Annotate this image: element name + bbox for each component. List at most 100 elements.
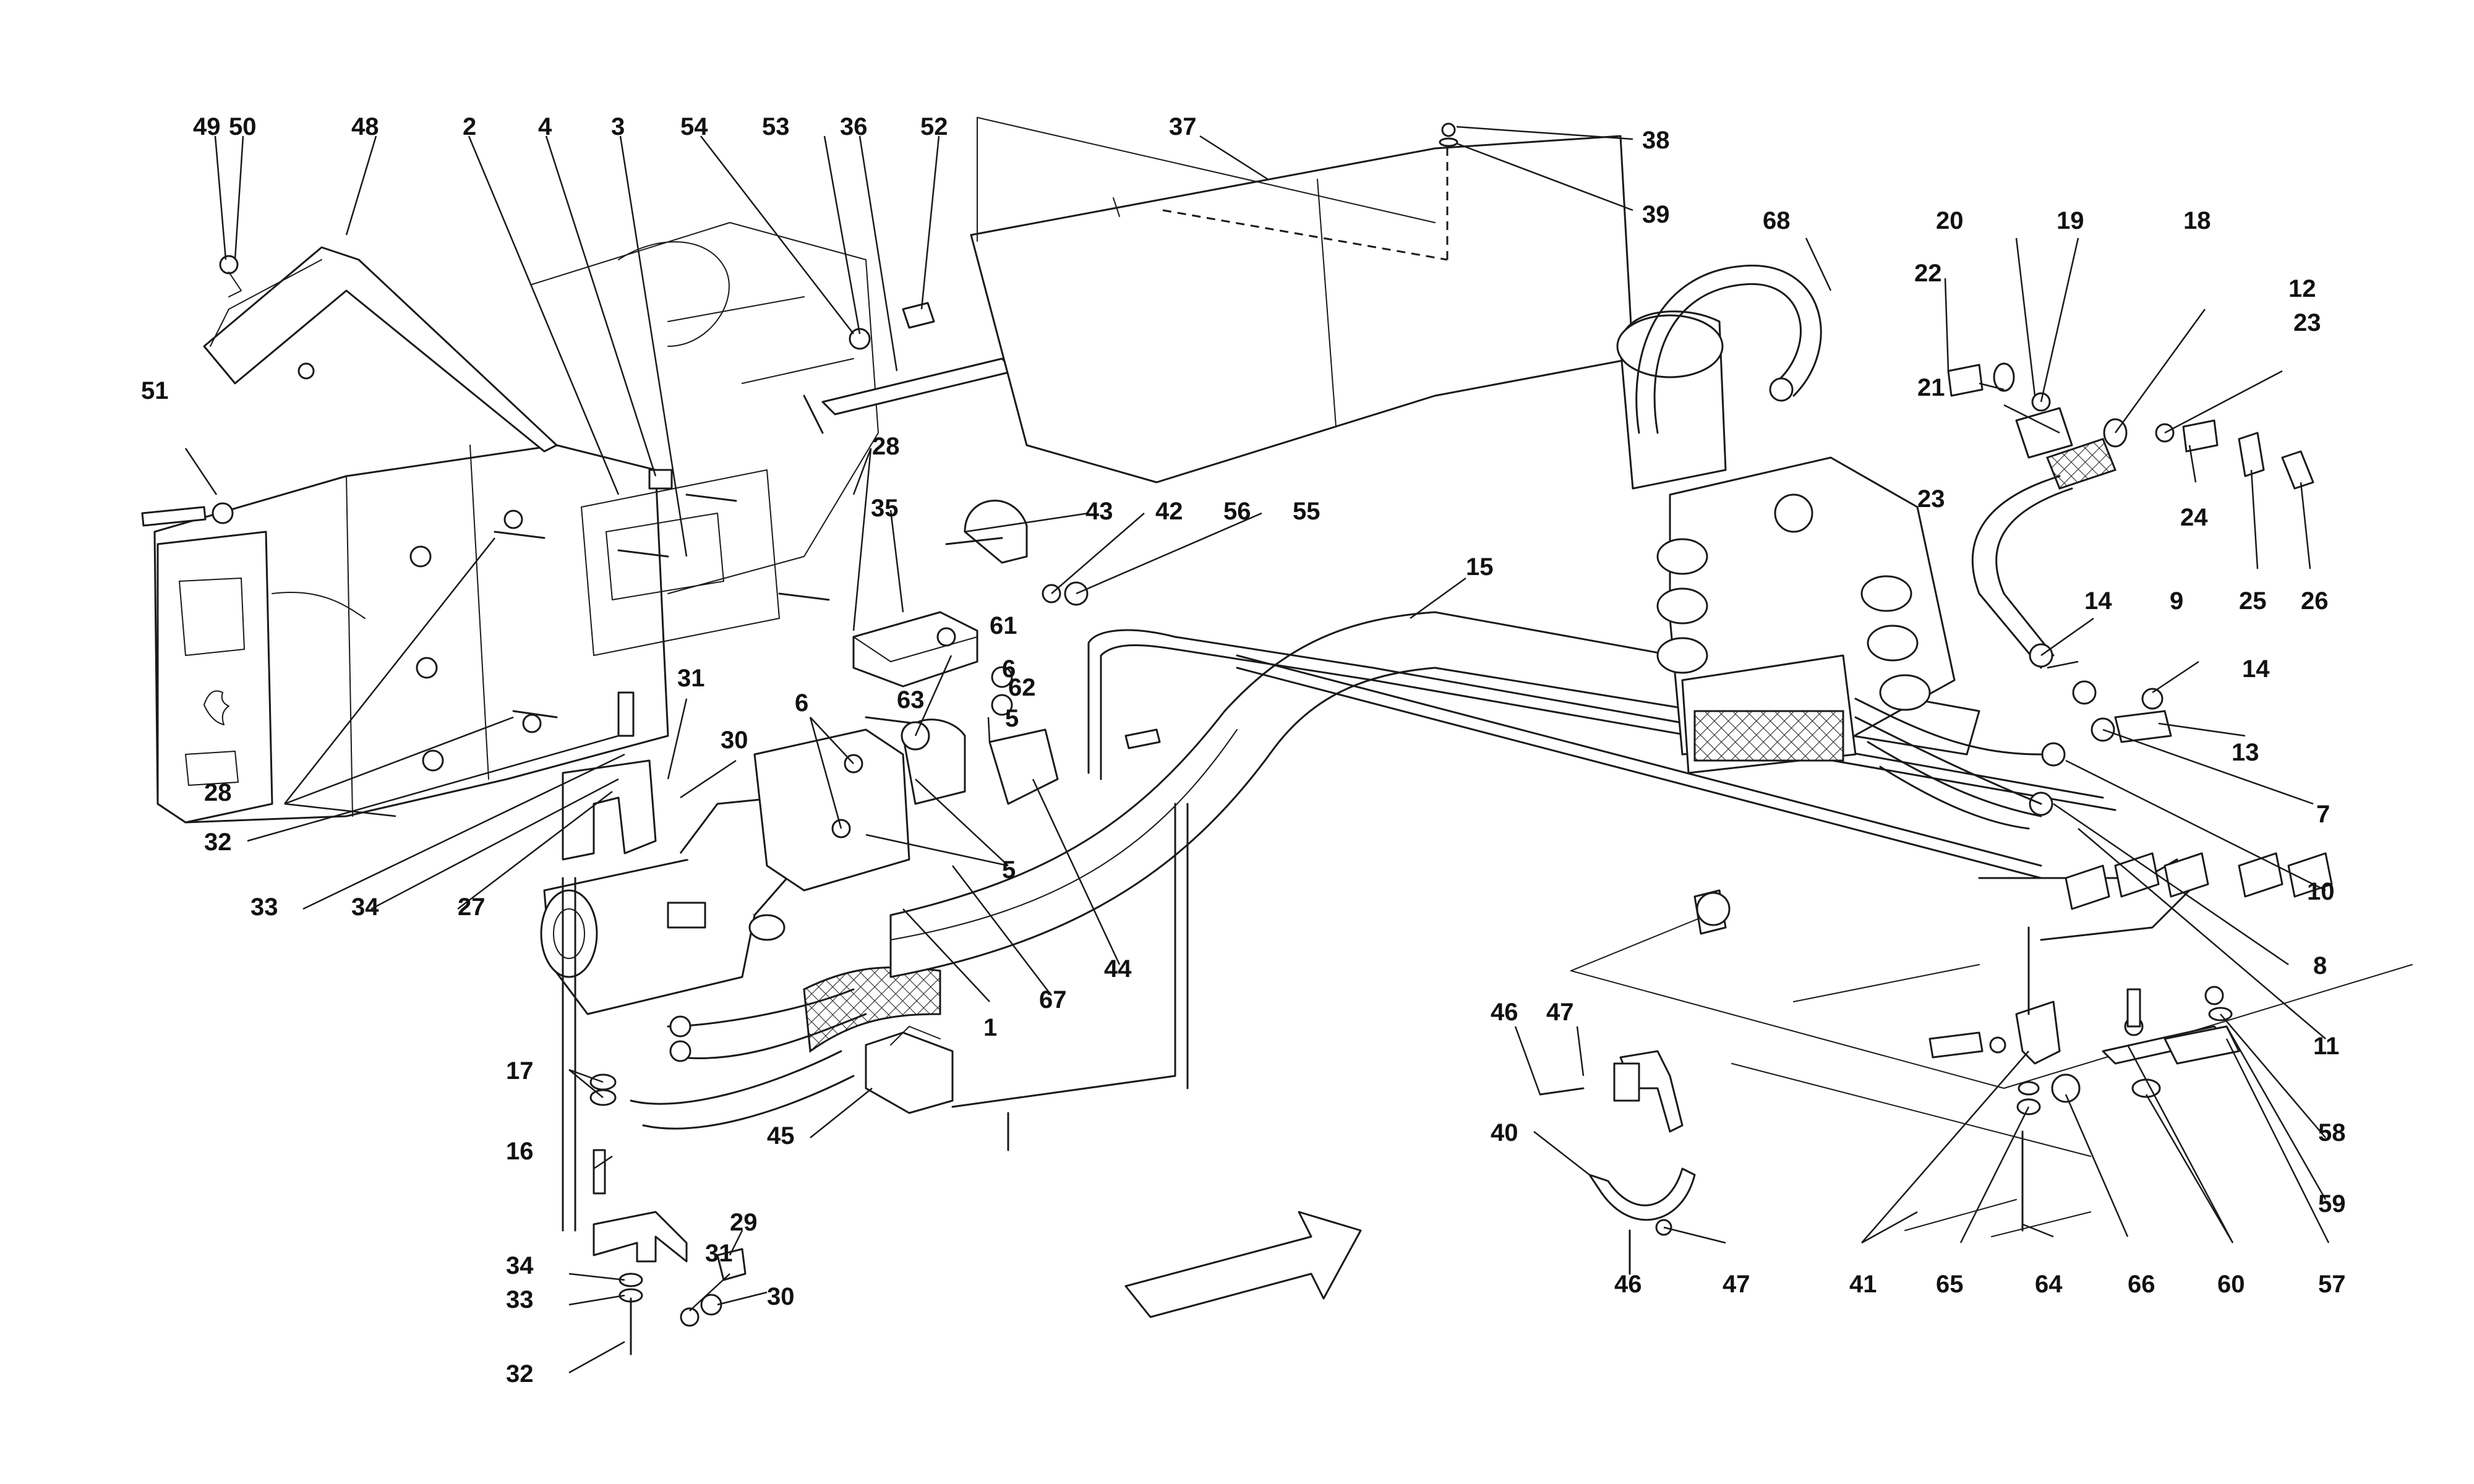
callout-5-mid: 5 — [1002, 856, 1016, 884]
arrow-right-icon — [1124, 1211, 1362, 1318]
callout-48: 48 — [351, 113, 379, 140]
callout-11-label: 11 — [2313, 1033, 2339, 1060]
callout-31-bottom: 31 — [705, 1240, 733, 1267]
bracket-57 — [2102, 986, 2240, 1098]
callout-30-bottom: 30 — [767, 1283, 795, 1310]
hose-68 — [1635, 265, 1822, 434]
clamp-49-50 — [219, 255, 242, 297]
callout-53: 53 — [762, 113, 790, 140]
bracket-40 — [1539, 1050, 1696, 1275]
callout-2: 2 — [463, 113, 476, 140]
gearbox-housing — [153, 444, 669, 824]
callout-41: 41 — [1849, 1271, 1877, 1298]
bottom-bracket — [593, 1211, 747, 1355]
callout-49: 49 — [193, 113, 221, 140]
callout-58: 58 — [2318, 1119, 2346, 1146]
callout-34-top: 34 — [351, 893, 379, 921]
callout-45: 45 — [767, 1122, 795, 1149]
prancing-horse-icon — [203, 690, 229, 725]
callout-54: 54 — [680, 113, 708, 140]
callout-67: 67 — [1039, 986, 1067, 1013]
callout-57: 57 — [2318, 1271, 2346, 1298]
bolt-16-washers-17 — [589, 1073, 617, 1195]
callout-30-top: 30 — [721, 727, 748, 754]
studs — [141, 394, 917, 737]
callout-25: 25 — [2239, 587, 2267, 615]
callout-labels: 49 50 48 2 4 3 54 53 36 52 37 38 39 68 2… — [141, 113, 2346, 1388]
callout-1: 1 — [983, 1014, 997, 1041]
callout-46-top: 46 — [1491, 999, 1518, 1026]
callout-56: 56 — [1223, 498, 1251, 525]
callout-12: 12 — [2288, 275, 2316, 302]
callout-52: 52 — [920, 113, 948, 140]
callout-16: 16 — [506, 1138, 534, 1165]
leader-lines — [184, 126, 2330, 1374]
callout-44: 44 — [1104, 955, 1132, 983]
callout-32-top: 32 — [204, 829, 232, 856]
callout-36: 36 — [840, 113, 868, 140]
braided-hoses-right — [1854, 697, 2042, 830]
callout-39: 39 — [1642, 201, 1670, 228]
callout-3: 3 — [611, 113, 625, 140]
callout-6-top: 6 — [1002, 655, 1016, 683]
callout-64: 64 — [2035, 1271, 2063, 1298]
braided-hoses-left — [630, 966, 941, 1130]
callout-24: 24 — [2180, 504, 2208, 531]
bracket-27 — [562, 759, 657, 1232]
callout-29: 29 — [730, 1209, 758, 1236]
floor-plate — [1570, 889, 2413, 1237]
callout-5-top: 5 — [1005, 705, 1019, 732]
callout-66: 66 — [2128, 1271, 2155, 1298]
callout-68: 68 — [1763, 207, 1791, 234]
callout-9: 9 — [2170, 587, 2183, 615]
callout-7: 7 — [2316, 801, 2330, 828]
callout-42: 42 — [1155, 498, 1183, 525]
callout-6-left: 6 — [795, 689, 808, 717]
callout-50: 50 — [229, 113, 257, 140]
callout-13: 13 — [2232, 739, 2259, 766]
callout-18: 18 — [2183, 207, 2211, 234]
callout-23-top: 23 — [2293, 309, 2321, 336]
callout-55: 55 — [1293, 498, 1320, 525]
callout-8: 8 — [2313, 952, 2327, 979]
callout-33-top: 33 — [250, 893, 278, 921]
callout-38: 38 — [1642, 127, 1670, 154]
callout-20: 20 — [1936, 207, 1964, 234]
callout-27: 27 — [458, 893, 486, 921]
callout-51: 51 — [141, 377, 169, 404]
callout-61: 61 — [990, 612, 1017, 639]
callout-33-bottom: 33 — [506, 1286, 534, 1313]
callout-15: 15 — [1466, 553, 1494, 581]
mount-35 — [852, 611, 978, 688]
callout-28-top: 28 — [872, 433, 900, 460]
heat-shield-48 — [203, 246, 558, 453]
callout-40: 40 — [1491, 1119, 1518, 1146]
callout-32-bottom: 32 — [506, 1360, 534, 1388]
callout-62: 62 — [1008, 674, 1036, 701]
callout-47-top: 47 — [1546, 999, 1574, 1026]
callout-28-left: 28 — [204, 779, 232, 806]
callout-22: 22 — [1914, 260, 1942, 287]
accumulator — [1616, 310, 1727, 490]
callout-46-bottom: 46 — [1614, 1271, 1642, 1298]
callout-26: 26 — [2301, 587, 2329, 615]
callout-23-mid: 23 — [1917, 485, 1945, 513]
callout-60: 60 — [2217, 1271, 2245, 1298]
pressure-sensor — [1947, 362, 2073, 459]
hydraulic-lines — [951, 629, 2191, 1108]
callout-43: 43 — [1085, 498, 1113, 525]
callout-35: 35 — [871, 495, 899, 522]
sensor-45 — [865, 1026, 1009, 1151]
callout-47-bottom: 47 — [1723, 1271, 1750, 1298]
callout-4: 4 — [538, 113, 552, 140]
callout-14-right: 14 — [2242, 655, 2270, 683]
bracket-41 — [1928, 926, 2081, 1232]
heat-shield-37 — [970, 117, 1634, 484]
callout-65: 65 — [1936, 1271, 1964, 1298]
callout-63: 63 — [897, 686, 925, 714]
callout-21: 21 — [1917, 374, 1945, 401]
callout-31-top: 31 — [677, 665, 705, 692]
gearbox-upper-casing — [531, 222, 879, 656]
valve-block — [1656, 456, 1956, 774]
